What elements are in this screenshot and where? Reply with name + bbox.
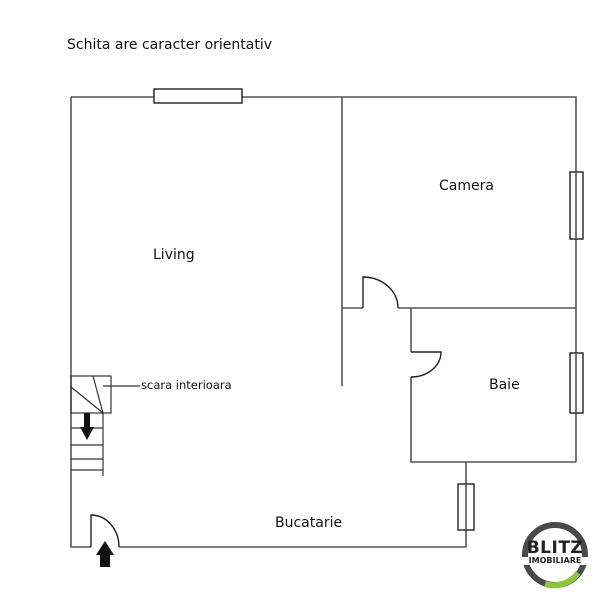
logo-text: BLITZ IMOBILIARE <box>521 540 589 565</box>
baie-door <box>410 351 442 378</box>
camera-door <box>362 276 399 309</box>
entrance-arrow-icon <box>96 541 114 567</box>
entrance-door <box>90 514 120 548</box>
stair-arrow-icon <box>80 413 94 440</box>
room-label-bucatarie: Bucatarie <box>275 515 343 531</box>
logo-line1: BLITZ <box>526 538 584 558</box>
room-label-living: Living <box>153 247 195 263</box>
bottom-wall <box>119 462 467 548</box>
disclaimer-note: Schita are caracter orientativ <box>67 37 273 53</box>
interior-stairs <box>70 375 140 476</box>
outer-wall <box>71 96 577 462</box>
blitz-logo <box>522 522 588 589</box>
room-label-baie: Baie <box>489 377 520 393</box>
baie-wall-left-bottom <box>410 377 576 463</box>
window-top <box>153 88 243 104</box>
logo-line2: IMOBILIARE <box>521 557 589 565</box>
left-wall <box>70 97 91 548</box>
room-label-camera: Camera <box>439 178 494 194</box>
stairs-label: scara interioara <box>141 378 232 392</box>
